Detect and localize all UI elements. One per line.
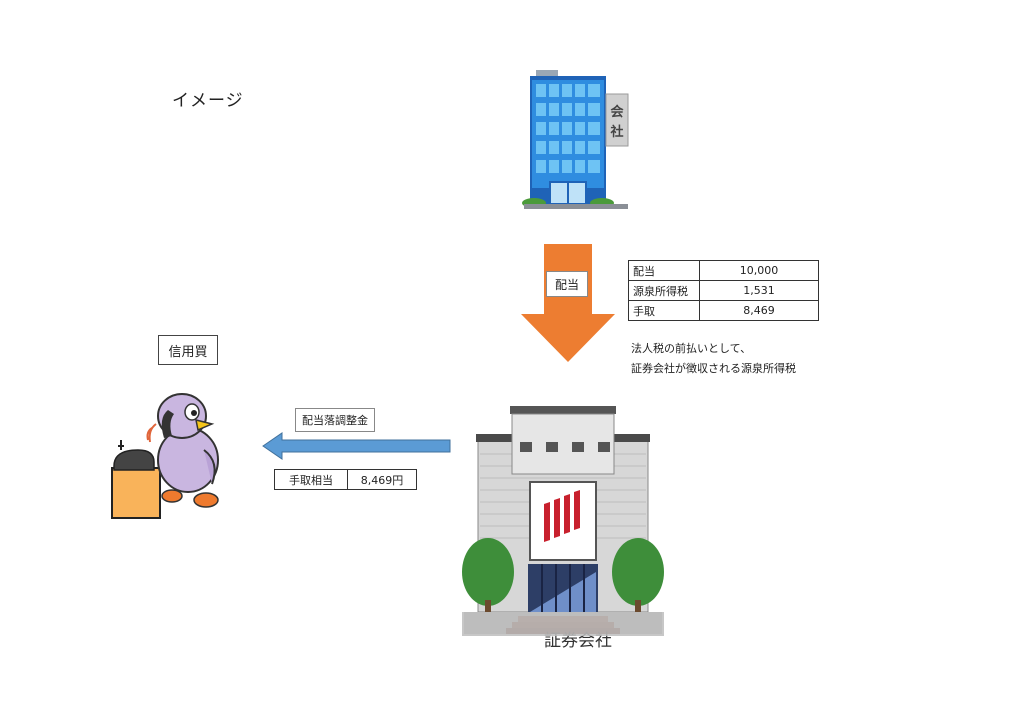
withholding-note: 法人税の前払いとして、 証券会社が徴収される源泉所得税 (631, 339, 796, 379)
table-row: 手取 8,469 (628, 300, 819, 321)
table-row: 源泉所得税 1,531 (628, 280, 819, 301)
securities-company-building-icon (462, 406, 664, 634)
building-base-overlay (462, 612, 664, 636)
company-building-icon: 会 社 (522, 70, 629, 209)
table-cell: 8,469 (699, 300, 819, 321)
note-line: 証券会社が徴収される源泉所得税 (631, 362, 796, 375)
securities-company-label: 証券会社 (544, 631, 612, 651)
table-row: 手取相当 8,469円 (274, 469, 417, 490)
company-sign-char-1: 会 (610, 104, 624, 120)
investor-label: 信用買 (158, 335, 218, 365)
table-cell: 10,000 (699, 260, 819, 281)
company-sign-char-2: 社 (609, 124, 623, 140)
table-cell: 配当 (628, 260, 700, 281)
investor-bird-phone-icon (111, 393, 219, 519)
page-title: イメージ (172, 91, 244, 111)
left-arrow-label: 配当落調整金 (295, 408, 375, 432)
table-cell: 1,531 (699, 280, 819, 301)
adjustment-left-arrow-icon (262, 432, 451, 460)
dividend-down-arrow-icon (521, 244, 615, 362)
down-arrow-label: 配当 (546, 271, 588, 297)
table-cell: 手取相当 (274, 469, 348, 490)
table-cell: 手取 (628, 300, 700, 321)
dividend-table: 配当 10,000 源泉所得税 1,531 手取 8,469 (628, 260, 819, 321)
table-row: 配当 10,000 (628, 260, 819, 281)
table-cell: 8,469円 (347, 469, 417, 490)
note-line: 法人税の前払いとして、 (631, 342, 752, 355)
table-cell: 源泉所得税 (628, 280, 700, 301)
net-amount-table: 手取相当 8,469円 (274, 469, 417, 490)
